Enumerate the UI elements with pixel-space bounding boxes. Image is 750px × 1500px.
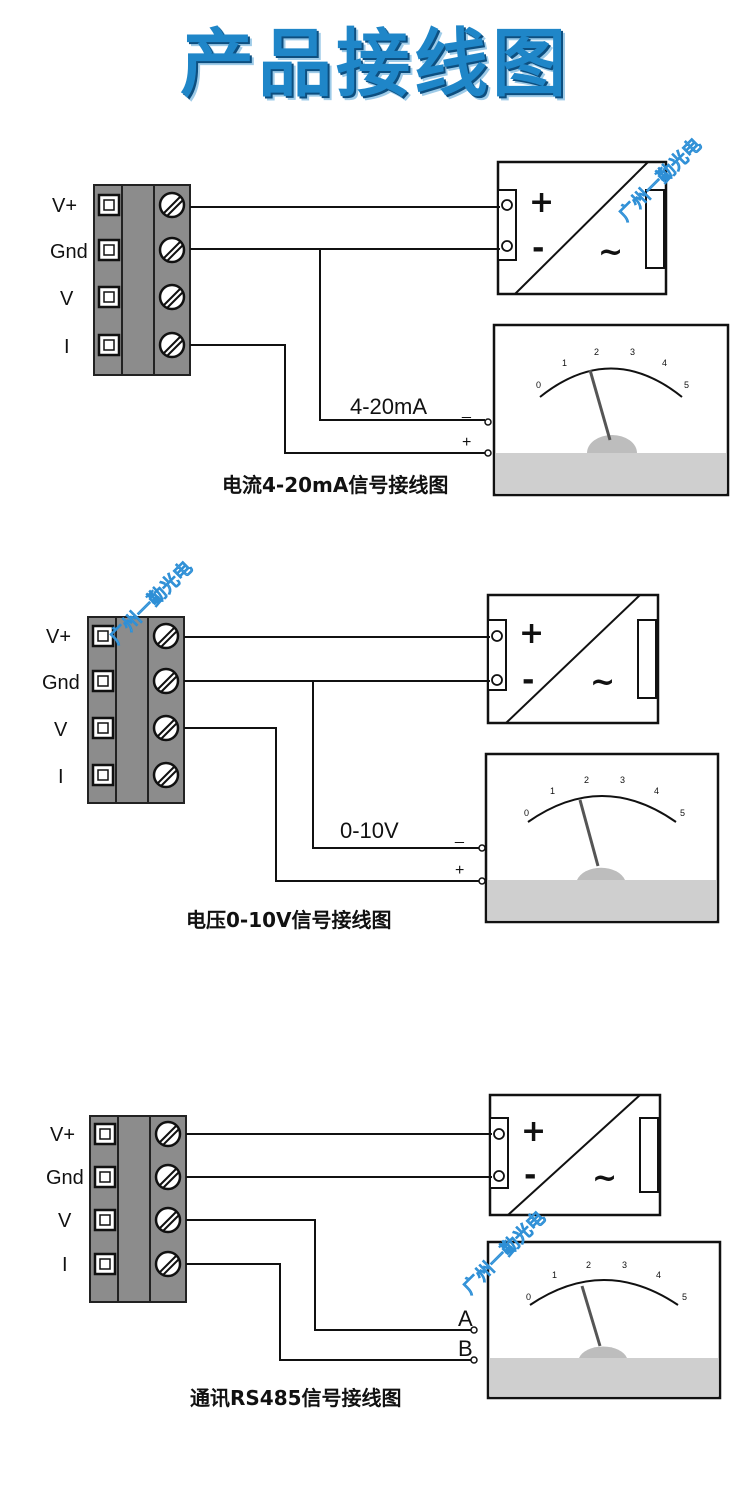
terminal-v [93,1206,182,1234]
meter-top-label: _ [461,402,472,419]
caption-voltage: 电压0-10V信号接线图 [186,908,392,932]
psu-plus: + [519,616,544,651]
scale-1: 1 [562,358,567,368]
scale-4: 4 [656,1270,661,1280]
meter-top-label: _ [454,827,465,844]
terminal-gnd [97,236,186,264]
scale-3: 3 [630,347,635,357]
terminal-i [91,761,180,789]
psu-minus: - [522,663,534,698]
scale-3: 3 [620,775,625,785]
power-supply: + - ~ [496,160,668,296]
terminal-gnd [91,667,180,695]
label-v: V [54,719,68,741]
scale-1: 1 [552,1270,557,1280]
diagram-rs485: V+ Gnd V I + - ~ 0 1 2 3 4 [46,1093,722,1410]
terminal-block [93,184,191,376]
scale-0: 0 [526,1292,531,1302]
power-supply: + - ~ [488,1093,662,1217]
psu-wave: ~ [592,1161,617,1196]
terminal-i [97,331,186,359]
diagram-voltage: V+ Gnd V I + - ~ 0 1 2 3 4 [42,593,720,932]
terminal-v-plus [93,1120,182,1148]
scale-0: 0 [536,380,541,390]
psu-wave: ~ [590,665,615,700]
terminal-v-plus [97,191,186,219]
meter-top-label: A [458,1306,473,1331]
scale-2: 2 [594,347,599,357]
scale-4: 4 [662,358,667,368]
meter-scale-labels: 0 1 2 3 4 5 [526,1260,687,1302]
page-title: 产品接线图 [180,21,570,107]
panel-meter: 0 1 2 3 4 5 [478,752,720,924]
terminal-i [93,1250,182,1278]
scale-5: 5 [684,380,689,390]
scale-5: 5 [682,1292,687,1302]
scale-5: 5 [680,808,685,818]
psu-plus: + [521,1114,546,1149]
label-i: I [64,336,70,358]
scale-4: 4 [654,786,659,796]
terminal-gnd [93,1163,182,1191]
meter-scale-labels: 0 1 2 3 4 5 [524,775,685,818]
label-i: I [58,766,64,788]
terminal-v-plus [91,622,180,650]
terminal-block [89,1115,187,1303]
label-v-plus: V+ [50,1124,75,1146]
caption-rs485: 通讯RS485信号接线图 [190,1386,402,1410]
panel-meter: 0 1 2 3 4 5 [484,323,730,497]
psu-plus: + [529,185,554,220]
signal-label: 4-20mA [350,394,427,419]
terminal-block [87,616,185,804]
psu-minus: - [532,231,544,266]
label-gnd: Gnd [50,241,88,263]
psu-minus: - [524,1158,536,1193]
signal-label: 0-10V [340,818,399,843]
caption-current: 电流4-20mA信号接线图 [222,473,448,497]
terminal-v [97,283,186,311]
terminal-v [91,714,180,742]
label-gnd: Gnd [46,1167,84,1189]
label-v-plus: V+ [46,626,71,648]
scale-2: 2 [584,775,589,785]
label-i: I [62,1254,68,1276]
meter-scale-labels: 0 1 2 3 4 5 [536,347,689,390]
diagram-current: V+ Gnd V I + - ~ 0 1 2 3 [50,160,730,497]
meter-bottom-label: + [462,434,471,451]
scale-1: 1 [550,786,555,796]
label-gnd: Gnd [42,672,80,694]
power-supply: + - ~ [486,593,660,725]
meter-bottom-label: B [458,1336,473,1361]
psu-wave: ~ [598,235,623,270]
label-v: V [60,288,74,310]
meter-bottom-label: + [455,862,464,879]
label-v-plus: V+ [52,195,77,217]
label-v: V [58,1210,72,1232]
panel-meter: 0 1 2 3 4 5 [470,1240,722,1400]
scale-2: 2 [586,1260,591,1270]
scale-0: 0 [524,808,529,818]
scale-3: 3 [622,1260,627,1270]
